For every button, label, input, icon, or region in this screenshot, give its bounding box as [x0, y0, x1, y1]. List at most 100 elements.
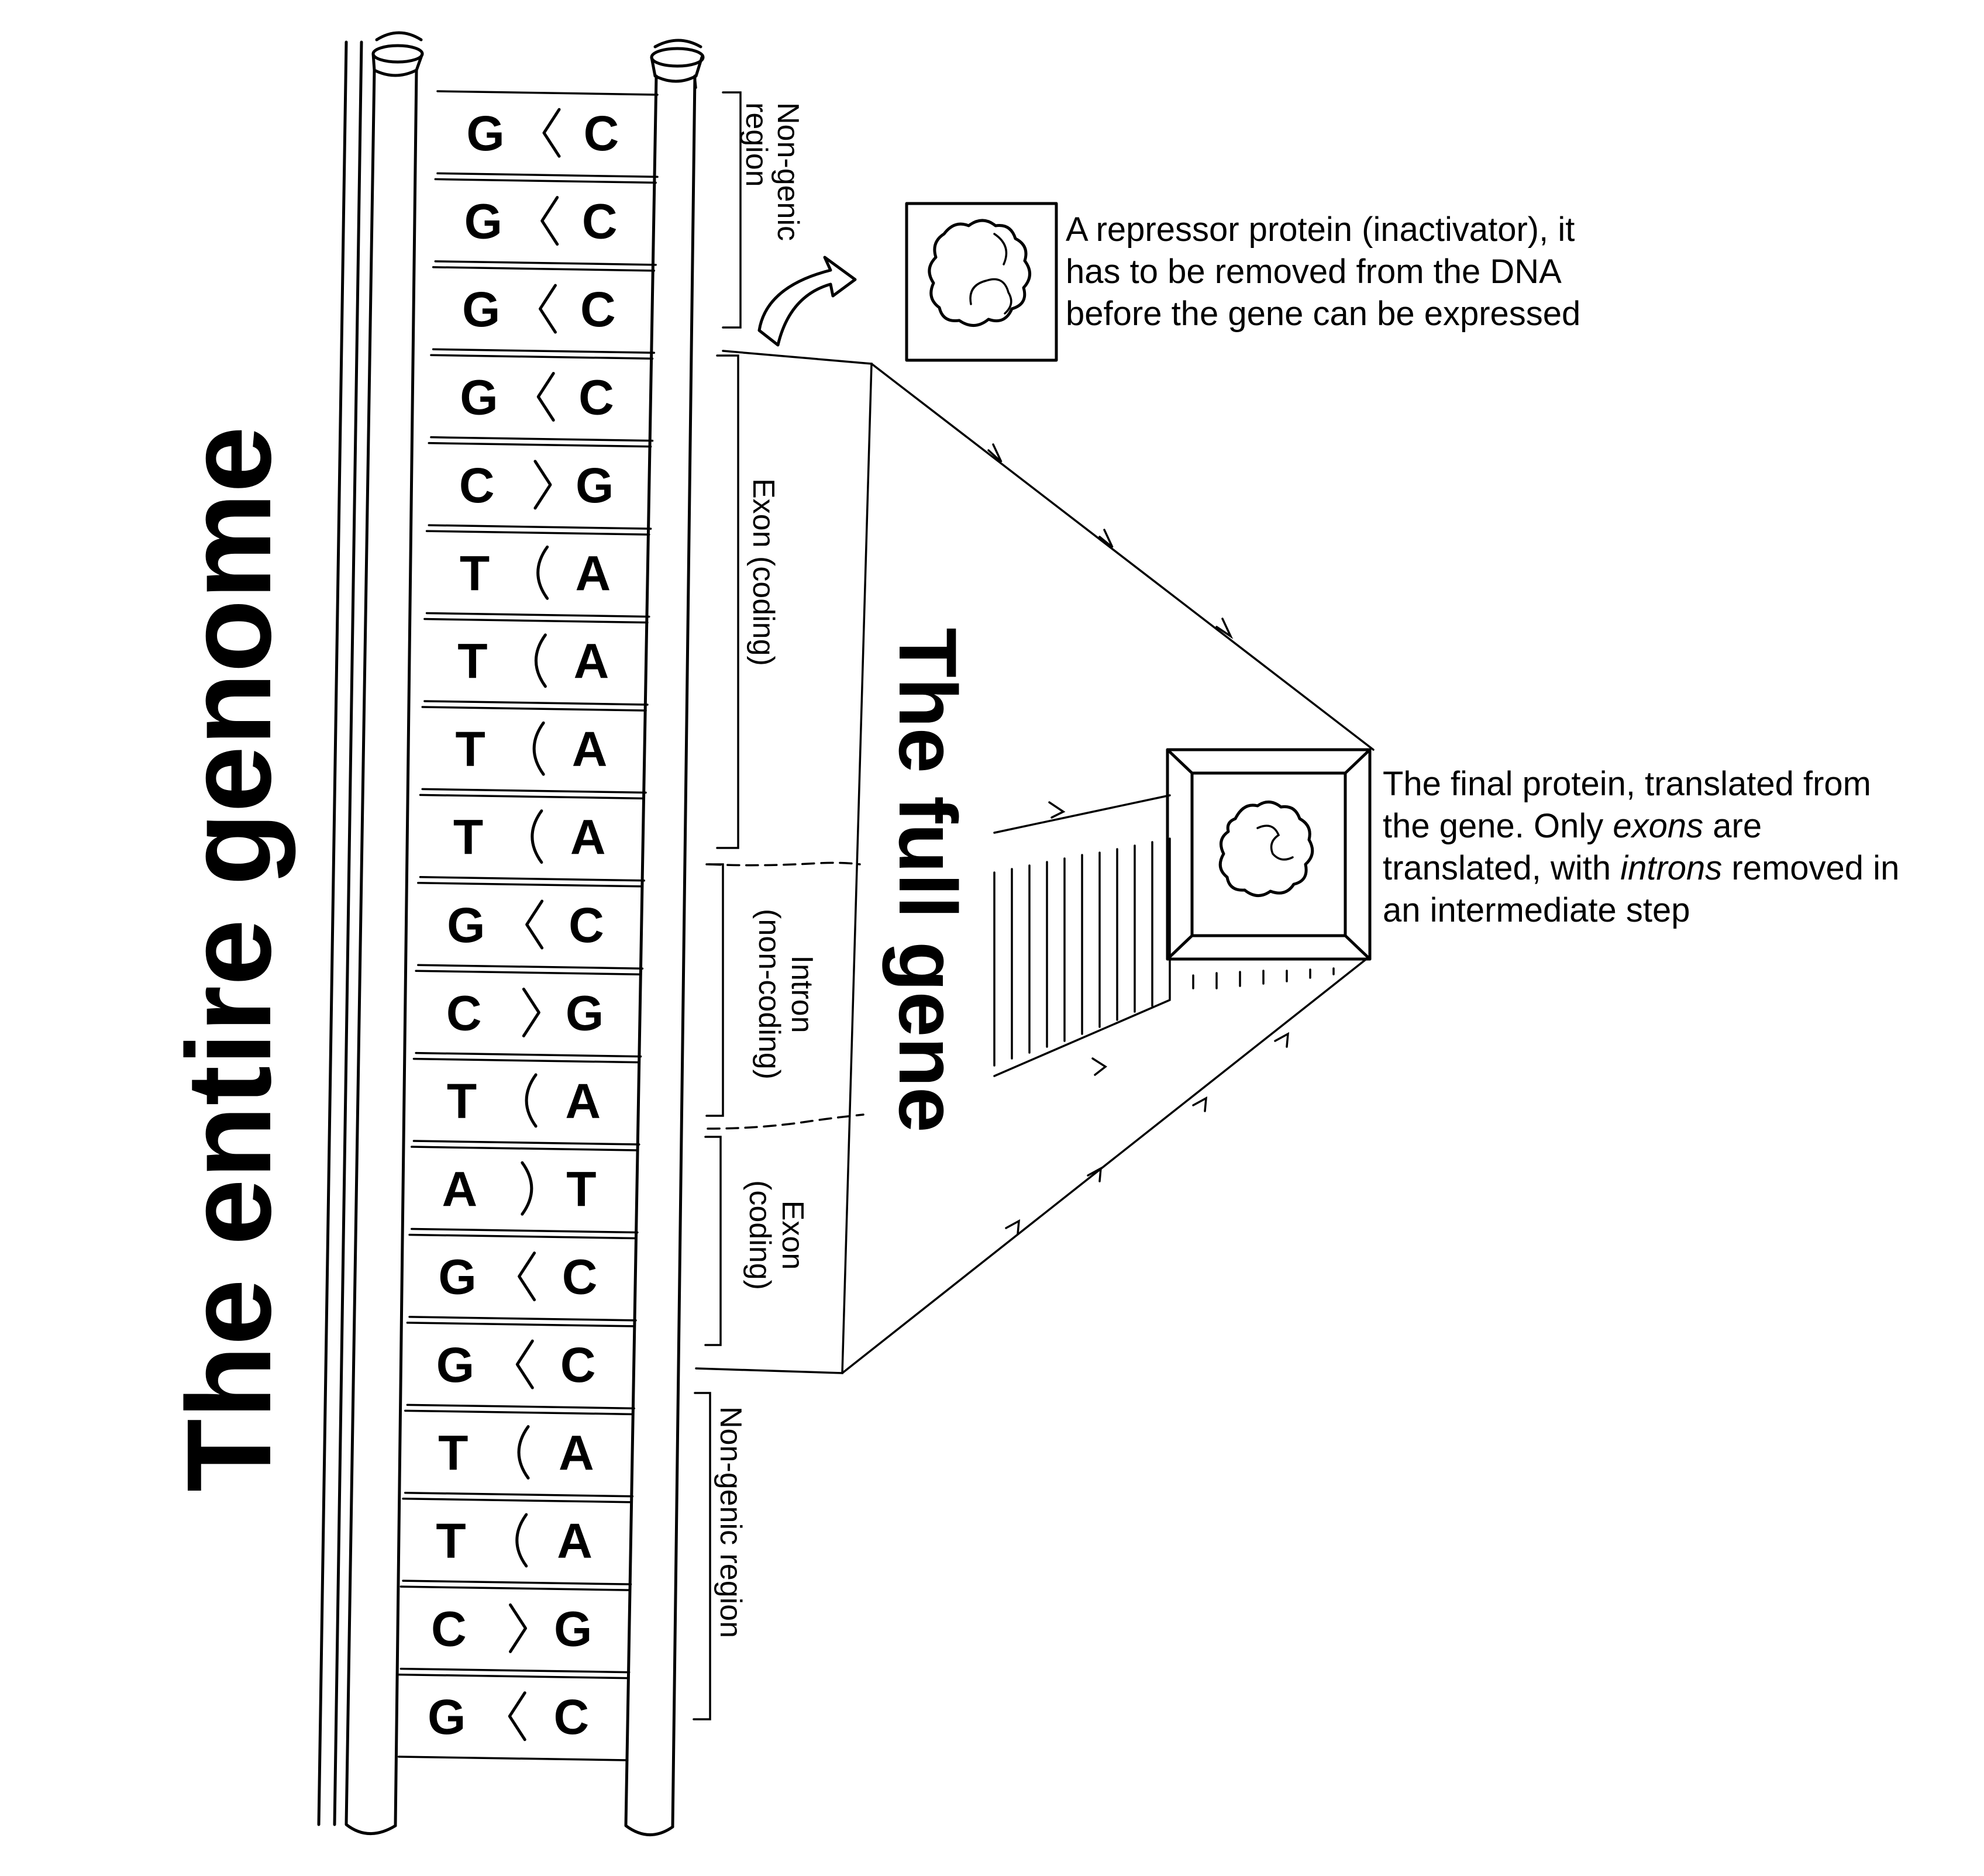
- bond-mark: [536, 545, 549, 600]
- base-left: T: [460, 546, 490, 601]
- rung-top-edge: [421, 706, 647, 712]
- base-right: A: [565, 1074, 601, 1129]
- repressor-protein-icon: [928, 219, 1031, 327]
- bond-mark: [515, 1513, 528, 1568]
- rung-bottom-edge: [399, 1667, 631, 1674]
- region-label-nongenic-top: Non-genic region: [739, 102, 805, 241]
- bond-mark: [540, 196, 559, 246]
- base-right: A: [570, 810, 606, 865]
- rung-bottom-edge: [404, 1491, 634, 1498]
- base-left: G: [436, 1337, 474, 1392]
- bond-mark: [531, 809, 543, 864]
- base-left: G: [428, 1689, 466, 1744]
- protein-caption-line3: translated, with introns removed in: [1383, 849, 1899, 887]
- rung-top-edge: [430, 354, 654, 360]
- rung-top-edge: [408, 1233, 637, 1240]
- rung-bottom-edge: [434, 260, 657, 266]
- rung-top-edge: [397, 1673, 629, 1680]
- repressor-caption: A repressor protein (inactivator), it ha…: [1066, 211, 1580, 333]
- rung-bottom-edge: [411, 1227, 639, 1234]
- rung-top-edge: [428, 442, 652, 448]
- rung-top-edge: [425, 530, 650, 536]
- base-left: A: [442, 1161, 477, 1216]
- rung-top-edge: [411, 1146, 639, 1151]
- protein-caption-line2: the gene. Only exons are: [1383, 807, 1762, 845]
- rung-bottom-edge: [428, 524, 652, 530]
- rung-bottom-edge: [397, 1756, 629, 1761]
- final-protein-box: [1166, 748, 1372, 961]
- base-right: G: [554, 1601, 592, 1656]
- rung-bottom-edge: [417, 964, 644, 970]
- base-left: G: [464, 194, 502, 249]
- base-left: T: [438, 1426, 468, 1481]
- nongenic-bottom-label: Non-genic region: [714, 1406, 748, 1638]
- protein-caption-line4: an intermediate step: [1383, 891, 1690, 929]
- bond-mark: [521, 1161, 533, 1216]
- final-protein-icon: [1218, 801, 1314, 897]
- bond-mark: [525, 899, 544, 950]
- base-left: G: [466, 106, 504, 161]
- bond-mark: [509, 1603, 528, 1653]
- base-right: C: [582, 194, 618, 249]
- region-label-intron: Intron (non-coding): [752, 909, 819, 1080]
- bond-mark: [532, 721, 545, 776]
- rung-top-edge: [404, 1409, 634, 1416]
- rung-top-edge: [419, 794, 646, 800]
- rung-top-edge: [432, 266, 656, 272]
- base-right: G: [566, 985, 604, 1040]
- rung-top-edge: [434, 178, 657, 184]
- bond-mark: [508, 1691, 526, 1741]
- bond-mark: [542, 108, 561, 158]
- rung-bottom-edge: [402, 1580, 632, 1585]
- rung-bottom-edge: [432, 348, 656, 354]
- base-right: A: [572, 722, 608, 777]
- base-right: A: [557, 1513, 593, 1568]
- base-right: A: [575, 546, 611, 601]
- base-left: T: [456, 722, 485, 777]
- base-left: G: [438, 1250, 476, 1305]
- bond-mark: [533, 460, 552, 510]
- base-right: C: [554, 1689, 590, 1744]
- bond-mark: [522, 987, 540, 1037]
- protein-caption-line1: The final protein, translated from: [1383, 765, 1871, 803]
- base-left: T: [436, 1513, 466, 1568]
- base-left: C: [446, 985, 482, 1040]
- rung-bottom-edge: [430, 436, 654, 442]
- base-left: C: [431, 1601, 467, 1656]
- rung-bottom-edge: [436, 172, 659, 178]
- base-right: C: [580, 282, 616, 337]
- bond-mark: [525, 1073, 538, 1128]
- base-right: C: [569, 898, 604, 953]
- bond-mark: [536, 371, 555, 422]
- rung-bottom-edge: [415, 1051, 642, 1058]
- rung-top-edge: [399, 1585, 631, 1591]
- base-left: T: [453, 810, 483, 865]
- base-right: A: [559, 1426, 594, 1481]
- bond-mark: [517, 1425, 530, 1480]
- exon-2-line2: (coding): [743, 1180, 777, 1290]
- base-left: G: [447, 898, 485, 953]
- page-title: The entire genome: [162, 426, 296, 1492]
- arrow-icon: [757, 256, 857, 347]
- bond-mark: [538, 284, 557, 334]
- bond-mark: [515, 1339, 534, 1389]
- base-right: G: [576, 458, 614, 513]
- gene-label: The full gene: [882, 627, 974, 1132]
- bond-mark: [518, 1251, 536, 1302]
- rung-bottom-edge: [421, 788, 647, 794]
- rung-top-edge: [402, 1497, 632, 1503]
